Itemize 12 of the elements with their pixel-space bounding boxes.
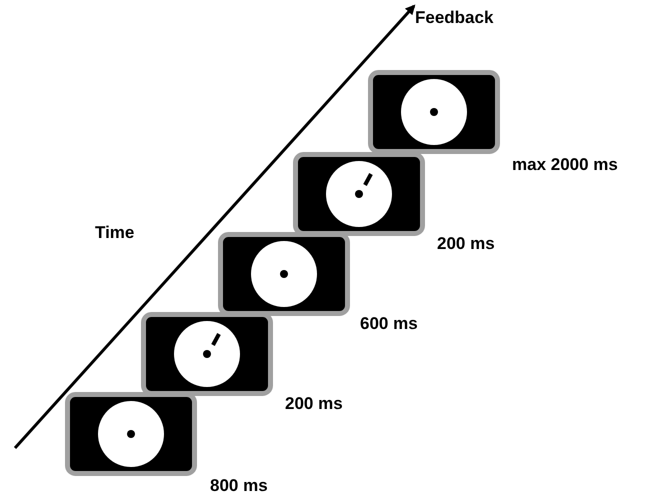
stimulus-screen-drawing bbox=[368, 70, 500, 154]
stimulus-screen-drawing bbox=[141, 312, 273, 396]
duration-label: 800 ms bbox=[210, 476, 268, 496]
axis-label: Time bbox=[95, 223, 134, 243]
stimulus-screen-drawing bbox=[218, 232, 350, 316]
duration-label: 600 ms bbox=[360, 314, 418, 334]
stimulus-screen-drawing bbox=[65, 392, 197, 476]
duration-label: 200 ms bbox=[285, 394, 343, 414]
stimulus-screen-drawing bbox=[293, 152, 425, 236]
duration-label: 200 ms bbox=[437, 234, 495, 254]
phase-label: Feedback bbox=[415, 8, 494, 28]
duration-label: max 2000 ms bbox=[512, 155, 618, 175]
